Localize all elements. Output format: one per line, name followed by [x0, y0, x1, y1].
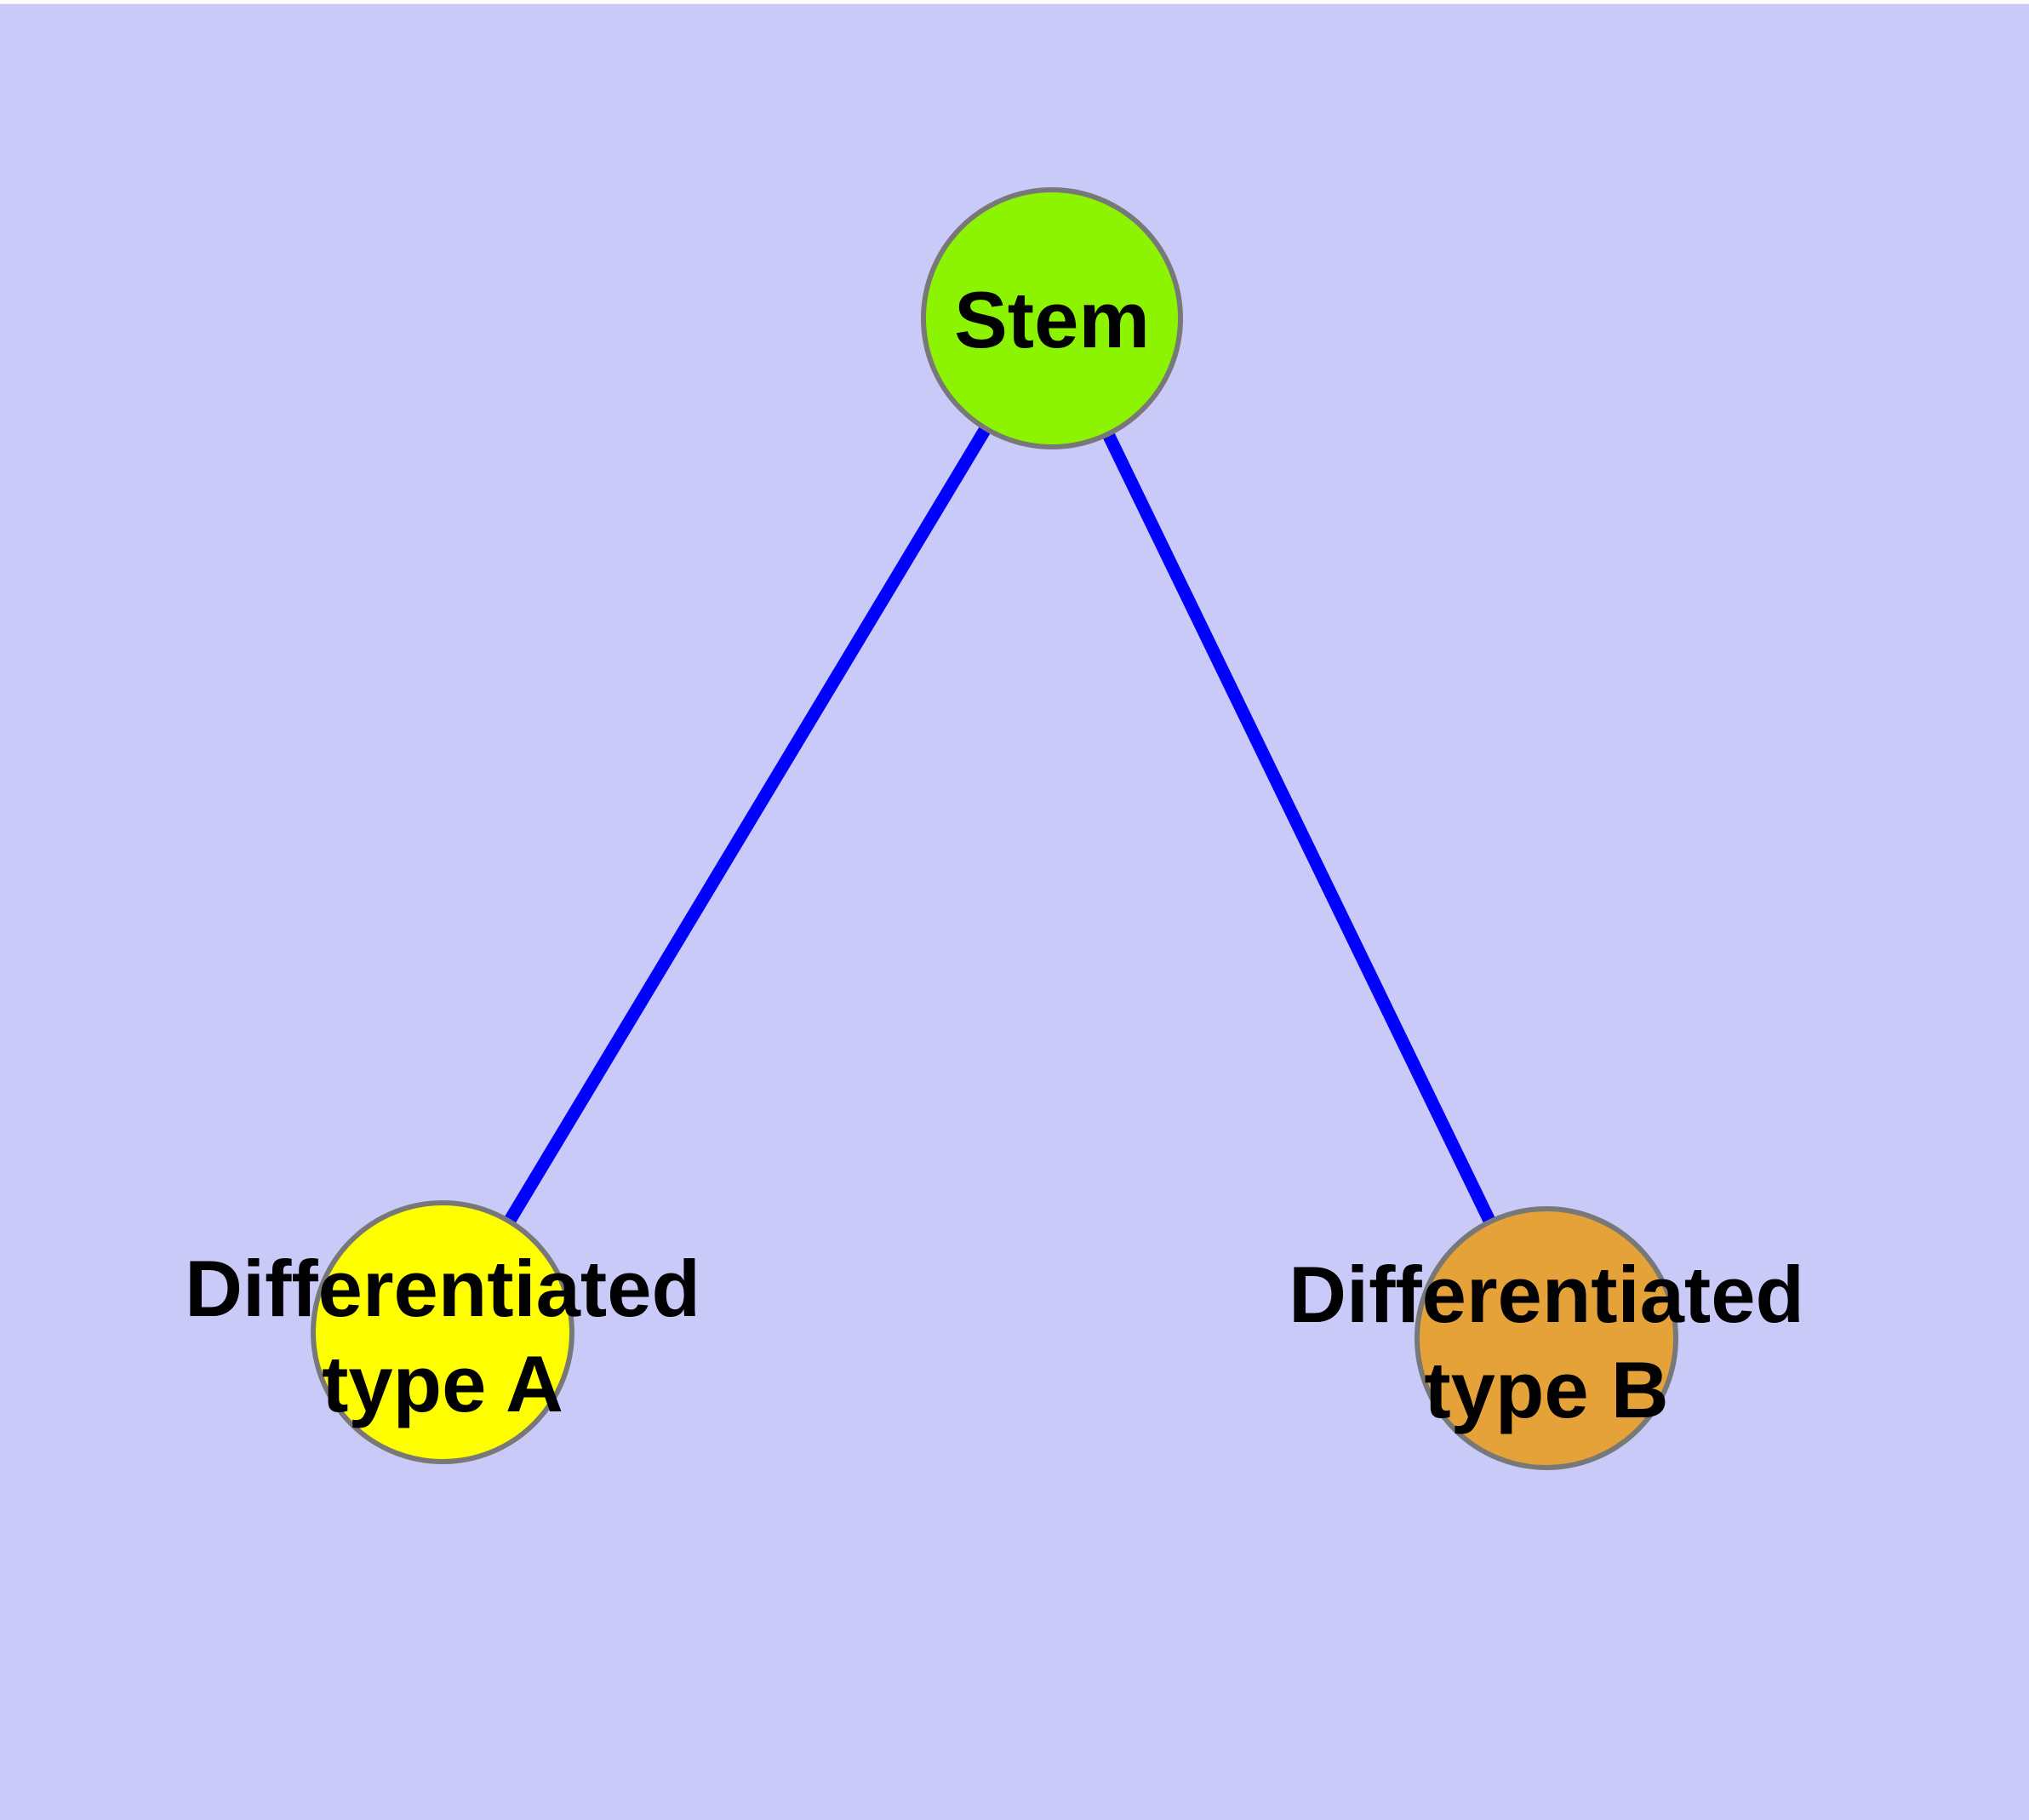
top-margin-strip	[0, 0, 2029, 4]
node-label-line: type B	[1424, 1345, 1669, 1434]
node-label-line: Differentiated	[185, 1244, 700, 1333]
node-label-line: Stem	[954, 275, 1150, 364]
edge-stem-to-type-b	[1046, 315, 1552, 1342]
node-label-stem: Stem	[954, 272, 1150, 368]
node-circle-stem	[921, 187, 1183, 449]
edge-stem-to-type-a	[437, 315, 1058, 1336]
node-label-differentiated-type-a: Differentiated type A	[185, 1241, 700, 1432]
node-label-line: type A	[322, 1339, 563, 1428]
node-circle-differentiated-type-a	[311, 1200, 574, 1464]
node-label-line: Differentiated	[1289, 1250, 1804, 1339]
node-circle-differentiated-type-b	[1415, 1206, 1678, 1470]
node-label-differentiated-type-b: Differentiated type B	[1289, 1247, 1804, 1438]
